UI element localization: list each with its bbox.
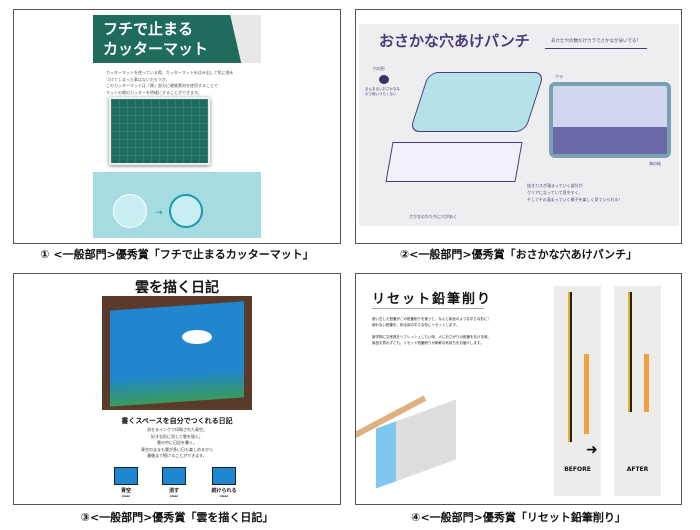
caption: ① <一般部門>優秀賞「フチで止まるカッターマット」 xyxy=(40,248,314,261)
cloud xyxy=(182,330,212,344)
title: フチで止まるカッターマット xyxy=(103,20,209,58)
hole-label: 穴の形 xyxy=(373,66,385,71)
description: カッターマットを使っている際、カッターマットをはみ出して机に傷をつけてしまった事… xyxy=(106,70,234,95)
fish-hole-icon xyxy=(379,75,389,84)
divider xyxy=(372,308,484,309)
paper-note: さかなのかたちに穴があく xyxy=(409,214,457,219)
arrow-icon: → xyxy=(155,208,163,218)
speech-bubble: あけた穴の数だけウラでさかなが泳いでる！ xyxy=(545,34,647,49)
caption: ③<一般部門>優秀賞「雲を描く日記」 xyxy=(80,511,274,524)
panel-cutter-mat: フチで止まるカッターマット カッターマットを使っている際、カッターマットをはみ出… xyxy=(13,9,341,244)
diary-pages xyxy=(110,301,244,407)
hole-note: まんまるいおさかななので使いづらくない xyxy=(365,87,400,96)
caption: ④<一般部門>優秀賞「リセット鉛筆削り」 xyxy=(411,511,626,524)
eraser-book-icon xyxy=(162,467,186,485)
title-banner: フチで止まるカッターマット xyxy=(93,15,261,63)
back-label: ウラ xyxy=(555,74,563,79)
before-label: BEFORE xyxy=(564,466,591,473)
cutter-mat-image xyxy=(109,97,210,165)
punch-illustration xyxy=(409,72,545,132)
description: 抜きカスが溜まっていく部分がクリアになっていて見やすく、そしてその溜まっていく様… xyxy=(527,183,623,202)
long-pencil xyxy=(568,292,572,442)
paper-illustration xyxy=(385,142,523,182)
description: 消せるインクで印刷された青空。好きな形に消して雲を描く。雲の中に日記を書く。青空… xyxy=(141,427,213,458)
sea-window xyxy=(549,82,671,158)
title: おさかな穴あけパンチ xyxy=(379,32,530,50)
cutter-illustration xyxy=(230,15,261,63)
sea-label: 海の絵 xyxy=(649,161,661,166)
panel-reset-sharpener: リセット鉛筆削り 使い古した鉛筆がこの鉛筆削りを使うと、なんと新品のような平らな… xyxy=(355,273,682,505)
panel-cloud-diary: 雲を描く日記 書くスペースを自分でつくれる日記 消せるインクで印刷された青空。好… xyxy=(13,273,341,505)
open-book-icon xyxy=(114,467,138,485)
after-panel: AFTER xyxy=(614,286,661,496)
reset-short-pencil xyxy=(644,354,649,412)
before-circle xyxy=(113,194,147,228)
title: 雲を描く日記 xyxy=(135,280,219,296)
short-pencil xyxy=(584,354,589,434)
cross-section-diagram: → xyxy=(93,172,261,238)
curved-arrow-icon: ➜ xyxy=(586,442,598,458)
subtitle: 書くスペースを自分でつくれる日記 xyxy=(121,417,233,425)
reset-long-pencil xyxy=(628,292,632,412)
before-panel: BEFORE xyxy=(554,286,601,496)
sea-floor xyxy=(553,126,667,154)
diary-photo xyxy=(102,296,252,410)
title: リセット鉛筆削り xyxy=(372,292,493,307)
illustration-bg: おさかな穴あけパンチ あけた穴の数だけウラでさかなが泳いでる！ 穴の形 まんまる… xyxy=(359,24,679,226)
diary-book-icon xyxy=(212,467,236,485)
after-circle xyxy=(169,194,203,228)
caption: ②<一般部門>優秀賞「おさかな穴あけパンチ」 xyxy=(399,248,638,261)
panel-fish-punch: おさかな穴あけパンチ あけた穴の数だけウラでさかなが泳いでる！ 穴の形 まんまる… xyxy=(355,9,682,244)
after-label: AFTER xyxy=(626,466,649,473)
description: 使い古した鉛筆がこの鉛筆削りを使うと、なんと新品のような平らな形に！使わない鉛筆… xyxy=(372,317,491,345)
